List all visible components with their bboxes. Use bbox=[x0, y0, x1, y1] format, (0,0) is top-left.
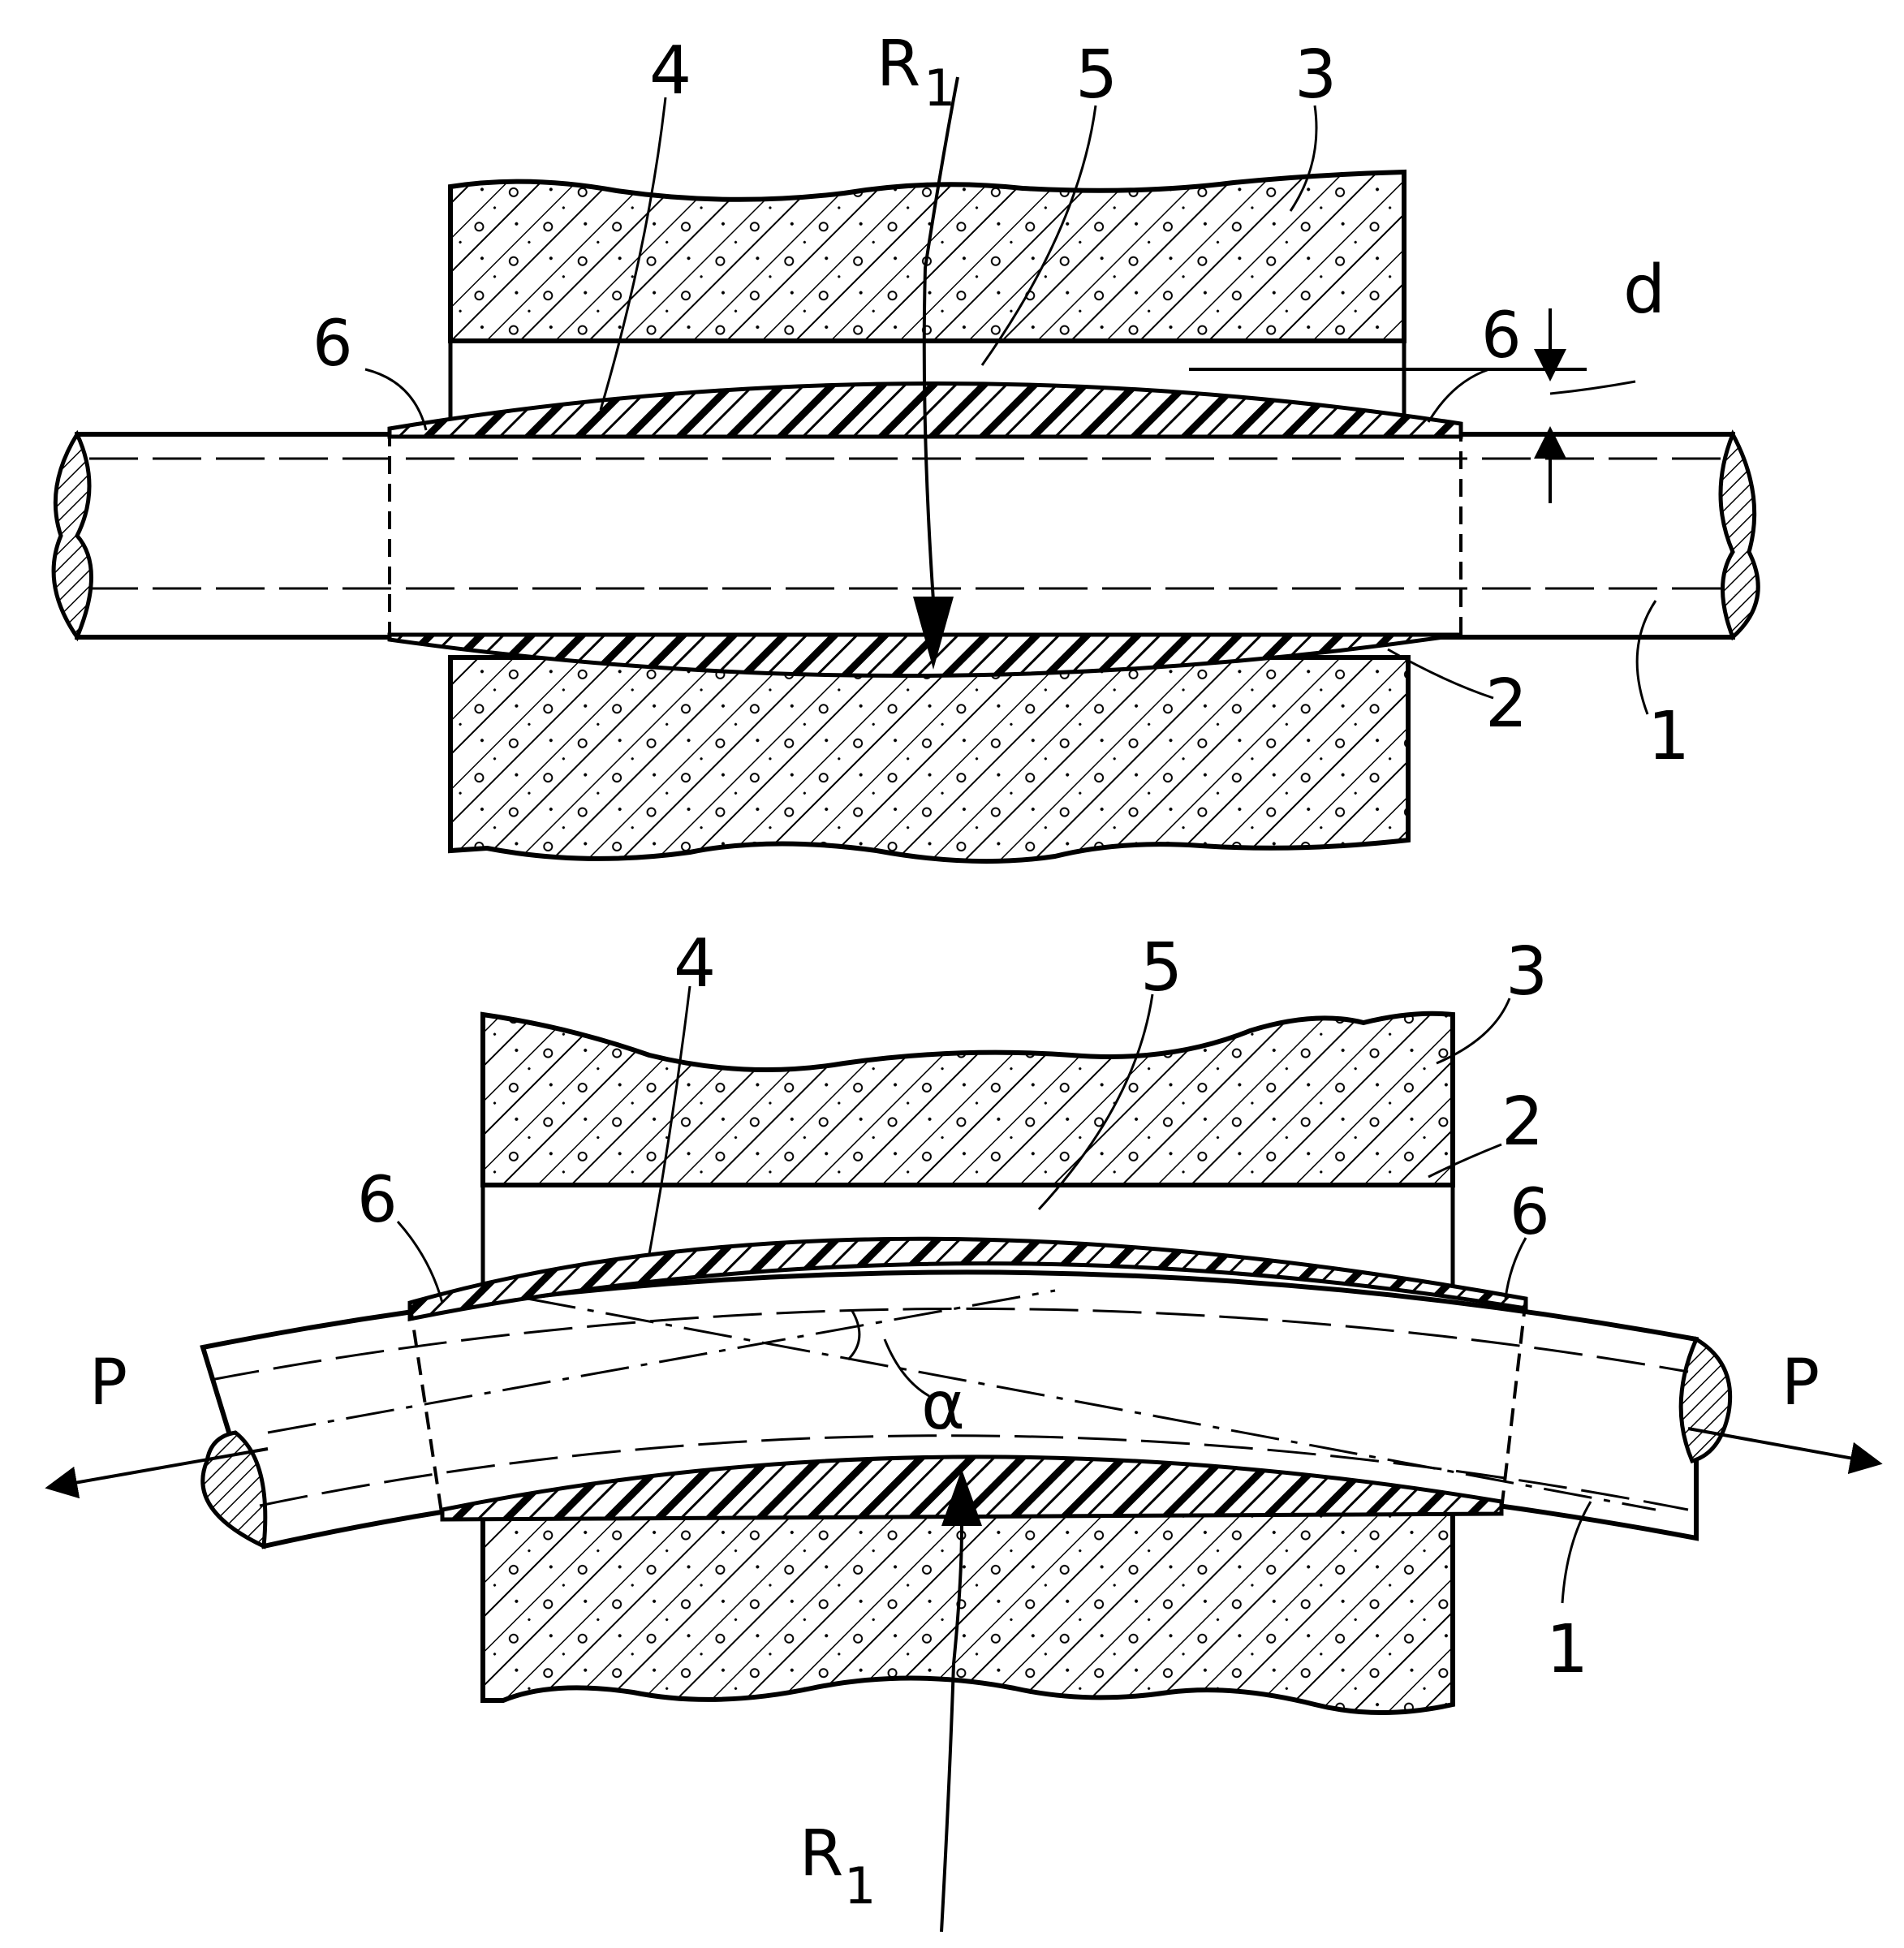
top-label-3: 3 bbox=[1294, 37, 1337, 114]
bottom-upper-concrete-block bbox=[483, 1014, 1453, 1185]
bottom-label-4: 4 bbox=[674, 925, 716, 1002]
top-d-leader bbox=[1550, 381, 1635, 394]
top-label-r: R bbox=[877, 28, 920, 101]
top-label-1: 1 bbox=[1648, 698, 1690, 775]
bottom-label-p-right: P bbox=[1781, 1347, 1820, 1420]
bottom-lower-concrete-block bbox=[483, 1514, 1453, 1713]
bottom-label-r: R bbox=[799, 1817, 843, 1890]
bottom-label-r-sub: 1 bbox=[844, 1856, 876, 1916]
top-label-5: 5 bbox=[1075, 37, 1118, 114]
bottom-pipe-right-cut bbox=[1681, 1339, 1730, 1461]
bottom-figure: 4 5 3 2 6 6 P P α 1 R 1 bbox=[61, 925, 1867, 1932]
bottom-leader-6-left bbox=[398, 1222, 442, 1303]
top-lower-concrete-block bbox=[450, 657, 1408, 861]
bottom-label-6-left: 6 bbox=[357, 1164, 398, 1237]
bottom-label-p-left: P bbox=[89, 1347, 127, 1420]
bottom-label-1: 1 bbox=[1546, 1611, 1588, 1688]
bottom-label-3: 3 bbox=[1506, 933, 1548, 1011]
top-label-6-left: 6 bbox=[312, 308, 353, 381]
top-leader-6-right bbox=[1428, 369, 1489, 422]
bottom-label-5: 5 bbox=[1140, 929, 1182, 1006]
top-pipe-right-cut bbox=[1721, 434, 1758, 637]
top-label-r-sub: 1 bbox=[924, 58, 955, 118]
top-leader-6-left bbox=[365, 369, 426, 430]
top-pipe bbox=[77, 434, 1733, 637]
top-label-d: d bbox=[1623, 252, 1665, 329]
top-label-6-right: 6 bbox=[1481, 300, 1522, 373]
top-label-2: 2 bbox=[1485, 666, 1527, 743]
bottom-label-2: 2 bbox=[1501, 1084, 1544, 1161]
top-label-4: 4 bbox=[649, 32, 691, 110]
top-figure: R 1 4 5 3 6 6 d 2 1 bbox=[54, 28, 1758, 861]
bottom-label-6-right: 6 bbox=[1510, 1176, 1550, 1249]
bottom-label-alpha: α bbox=[921, 1368, 965, 1445]
